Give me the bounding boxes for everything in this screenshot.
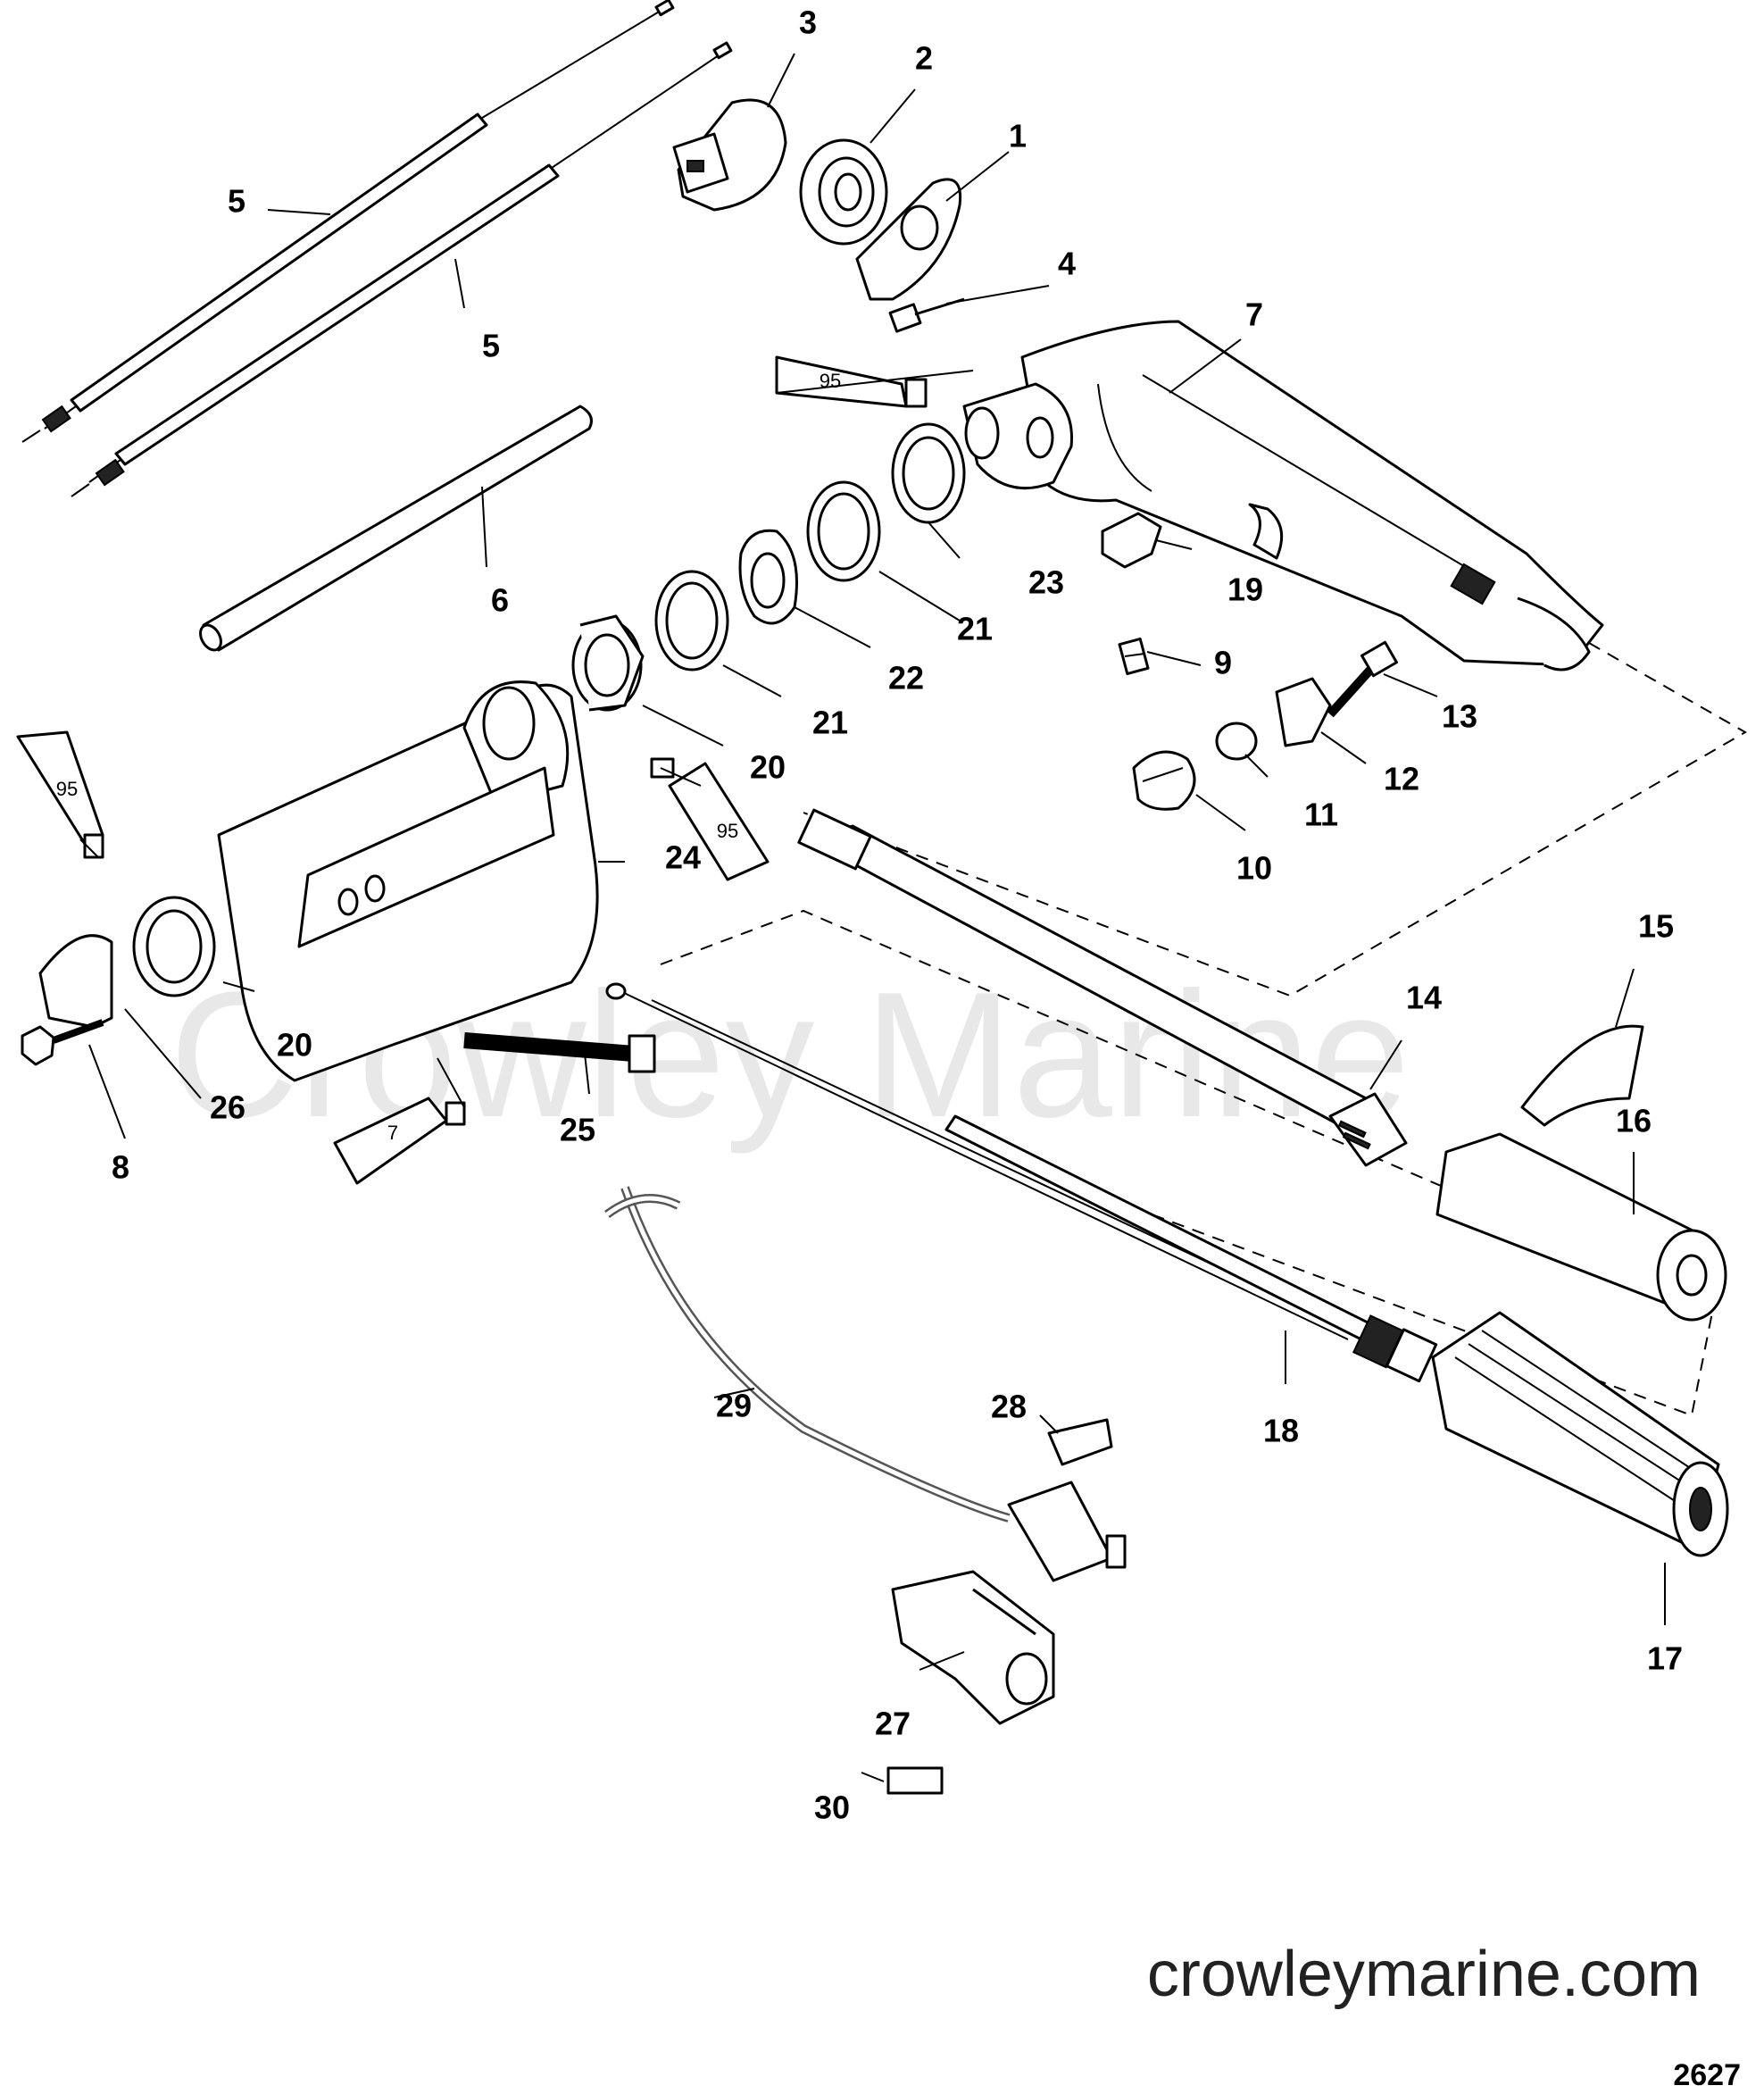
callout-13: 13	[1442, 698, 1477, 735]
callout-16: 16	[1616, 1103, 1652, 1139]
callout-18: 18	[1263, 1413, 1299, 1449]
decal-30	[886, 1766, 944, 1795]
callout-23: 23	[1028, 564, 1064, 601]
clip-19	[1101, 512, 1162, 569]
callout-28: 28	[991, 1389, 1027, 1425]
callout-12: 12	[1384, 761, 1419, 797]
compound-tube-95-left: 95	[16, 730, 104, 859]
bushing-20-lower	[132, 896, 216, 997]
callout-20a: 20	[750, 749, 786, 786]
compound-tube-95-top: 95	[775, 355, 928, 408]
throttle-cable-upper	[21, 0, 675, 443]
clamp-12	[1275, 677, 1332, 747]
callout-5b: 5	[482, 328, 500, 364]
svg-text:95: 95	[56, 778, 78, 800]
callout-24: 24	[665, 839, 701, 876]
grip-17	[1431, 1311, 1729, 1557]
callout-15: 15	[1638, 908, 1674, 945]
site-url: crowleymarine.com	[1147, 1939, 1701, 2010]
callout-10: 10	[1236, 850, 1272, 887]
callout-9: 9	[1214, 645, 1232, 681]
bracket-27	[891, 1570, 1055, 1725]
bracket-26	[38, 934, 113, 1029]
callout-25: 25	[560, 1112, 595, 1148]
throttle-cable-lower	[71, 41, 733, 497]
svg-text:7: 7	[387, 1122, 398, 1144]
bolt-8	[21, 1019, 104, 1066]
rod	[202, 405, 593, 652]
bushing-20-upper	[571, 614, 645, 712]
compound-tube-7: 7	[333, 1097, 466, 1185]
callout-1: 1	[1009, 118, 1027, 154]
pulley	[799, 138, 888, 246]
screw-4	[888, 297, 965, 333]
figure-id: 2627	[1673, 2058, 1741, 2092]
assembly-line-tiller	[803, 642, 1748, 997]
sleeve-16	[1435, 1132, 1727, 1322]
callout-8: 8	[112, 1149, 129, 1186]
washer-23	[891, 422, 966, 524]
wire-harness-29	[604, 1186, 1127, 1582]
callout-26: 26	[210, 1089, 245, 1126]
tiller-arm	[962, 320, 1604, 672]
callouts: 1 2 3 4 5 5 6 7 8 9 10 11 12 13 14 15 16…	[112, 4, 1683, 1826]
callout-22: 22	[888, 660, 924, 697]
throttle-shaft-18	[605, 982, 1438, 1383]
throttle-bracket	[672, 98, 787, 212]
callout-6: 6	[491, 582, 509, 619]
callout-3: 3	[799, 4, 817, 41]
knob-10	[1132, 750, 1196, 811]
shaft-14	[797, 808, 1408, 1167]
bushing-15	[1520, 1024, 1644, 1127]
svg-text:95: 95	[717, 820, 738, 842]
callout-29: 29	[716, 1388, 752, 1424]
screw-9	[1118, 637, 1150, 676]
callout-27: 27	[875, 1706, 911, 1742]
callout-5a: 5	[228, 183, 245, 220]
o-ring-11	[1215, 722, 1258, 761]
callout-17: 17	[1647, 1640, 1683, 1677]
callout-4: 4	[1058, 246, 1076, 282]
callout-30: 30	[814, 1789, 850, 1826]
callout-21b: 21	[812, 705, 848, 741]
callout-19: 19	[1227, 571, 1263, 608]
bolt-13	[1327, 640, 1398, 718]
callout-14: 14	[1406, 980, 1442, 1016]
callout-11: 11	[1304, 797, 1338, 833]
bolt-25	[463, 1032, 656, 1073]
tiller-handle-24	[217, 680, 599, 1082]
callout-2: 2	[915, 40, 933, 77]
callout-21a: 21	[957, 611, 993, 647]
callout-20b: 20	[277, 1027, 312, 1064]
leader-lines	[79, 53, 1666, 1782]
lock-washer-22	[738, 529, 798, 625]
callout-7: 7	[1245, 296, 1263, 333]
clip-28	[1047, 1418, 1113, 1466]
ring-21-lower	[654, 570, 729, 672]
ring-21-upper	[806, 480, 881, 582]
